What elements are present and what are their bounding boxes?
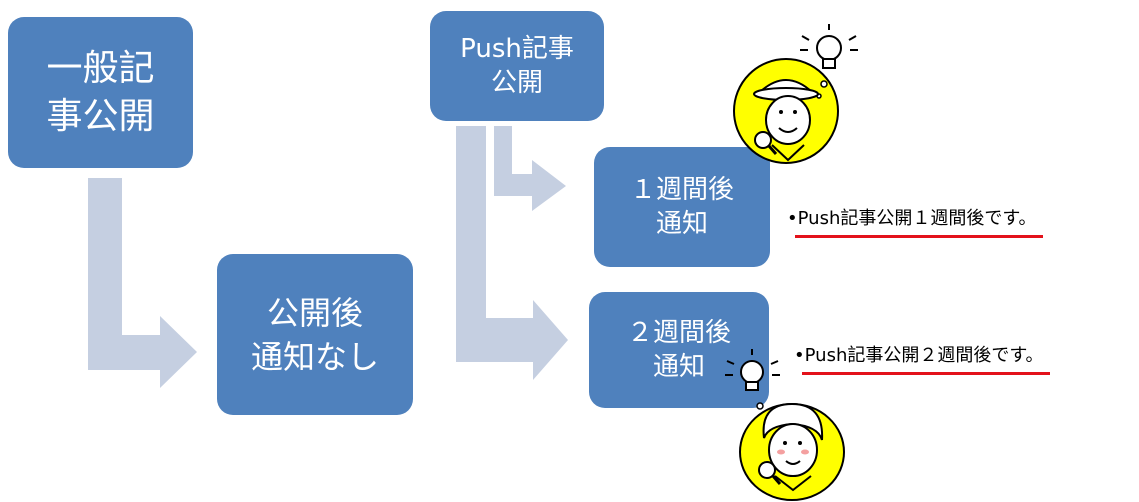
note-one-week-underline (795, 235, 1043, 238)
man-idea-icon (733, 24, 858, 164)
box-no-notification: 公開後 通知なし (217, 254, 413, 415)
box-two-week-notice: ２週間後 通知 (589, 292, 769, 408)
box-1week-line2: 通知 (655, 209, 708, 239)
box-general-publish: 一般記 事公開 (8, 17, 193, 168)
arrow-push-to-week2 (456, 126, 568, 380)
woman-idea-icon (725, 349, 845, 501)
box-push-line1: Push記事 (460, 34, 574, 64)
box-general-line1: 一般記 (46, 47, 155, 89)
note-two-week-text: •Push記事公開２週間後です。 (794, 345, 1044, 366)
box-no-notice-line1: 公開後 (266, 293, 363, 332)
note-two-week-underline (802, 372, 1050, 375)
arrow-push-to-week1 (494, 126, 566, 211)
box-push-publish: Push記事 公開 (430, 11, 604, 121)
arrow-general-to-no-notice (88, 178, 197, 388)
box-push-line2: 公開 (490, 68, 543, 98)
box-no-notice-line2: 通知なし (250, 337, 379, 376)
box-general-line2: 事公開 (46, 95, 155, 137)
box-one-week-notice: １週間後 通知 (594, 147, 770, 267)
box-2week-line1: ２週間後 (626, 318, 731, 348)
note-two-week: •Push記事公開２週間後です。 (794, 341, 1050, 375)
note-one-week-text: •Push記事公開１週間後です。 (787, 208, 1037, 229)
box-2week-line2: 通知 (652, 352, 705, 382)
box-1week-line1: １週間後 (629, 175, 734, 205)
note-one-week: •Push記事公開１週間後です。 (787, 204, 1043, 238)
